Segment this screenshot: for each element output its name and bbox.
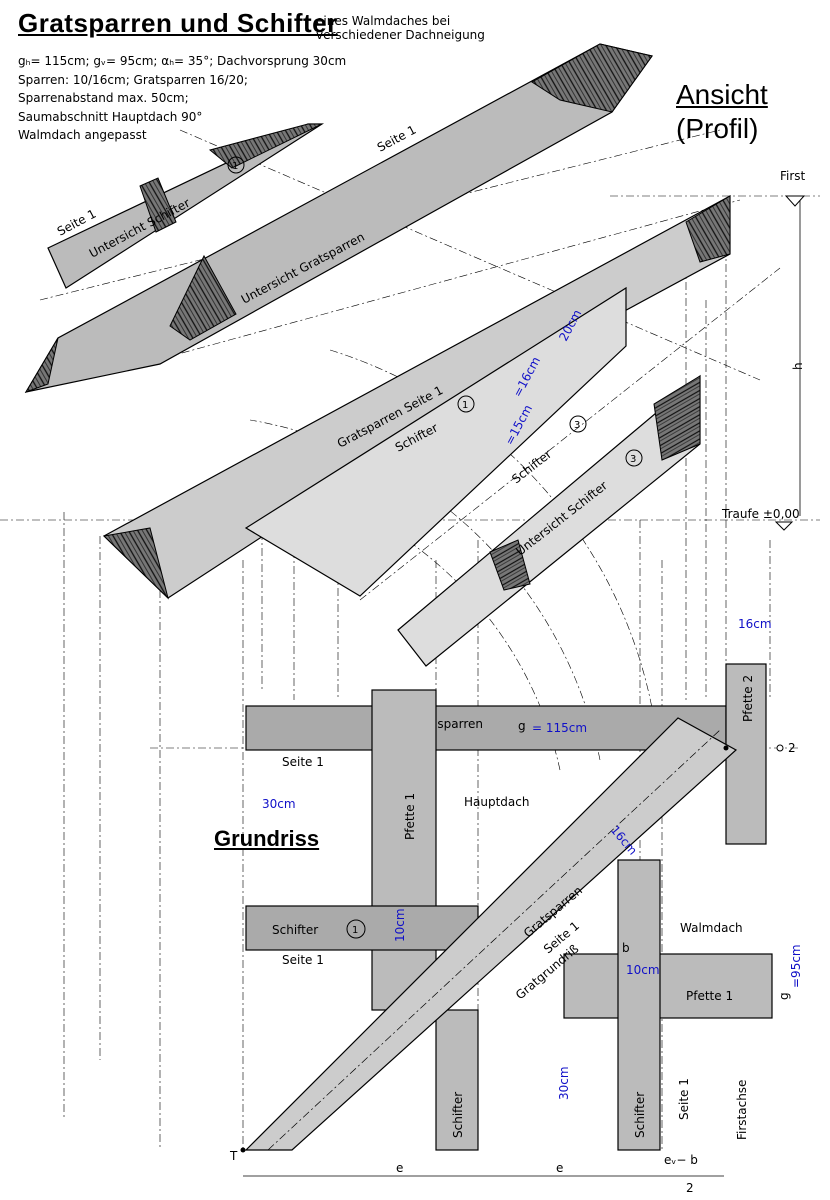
ev-label: e: [556, 1161, 563, 1175]
pfette-2-label: Pfette 2: [741, 675, 755, 722]
first-label: First: [780, 169, 806, 183]
schifter-1-profile: Schifter 1 20cm =16cm =15cm: [244, 286, 627, 597]
subtitle-line-2: verschiedener Dachneigung: [316, 28, 485, 42]
dim-30cm-v: 30cm: [557, 1066, 571, 1100]
spec-line-3: Sparrenabstand max. 50cm;: [18, 91, 189, 105]
dim-10cm: 10cm: [393, 908, 407, 942]
pfette-1b-label: Pfette 1: [686, 989, 733, 1003]
seite-1-plan-a: Seite 1: [282, 755, 324, 769]
ew-label: e: [396, 1161, 403, 1175]
hauptdach-label: Hauptdach: [464, 795, 529, 809]
svg-text:1: 1: [462, 400, 468, 411]
spec-block: gₕ= 115cm; gᵥ= 95cm; αₕ= 35°; Dachvorspr…: [18, 52, 346, 145]
ansicht-line-2: (Profil): [676, 113, 759, 144]
grundriss-heading: Grundriss: [214, 826, 320, 851]
svg-text:2: 2: [788, 741, 796, 755]
ansicht-heading: Ansicht (Profil): [676, 78, 768, 146]
firstachse-label: Firstachse: [735, 1080, 749, 1140]
gw-label: g: [777, 992, 791, 1000]
spec-line-1: gₕ= 115cm; gᵥ= 95cm; αₕ= 35°; Dachvorspr…: [18, 54, 347, 68]
walmdach-label: Walmdach: [680, 921, 743, 935]
svg-text:1: 1: [352, 925, 358, 936]
schifter-3-profile-label: Schifter: [509, 447, 554, 487]
gh-label: g: [518, 719, 526, 733]
spec-line-2: Sparren: 10/16cm; Gratsparren 16/20;: [18, 72, 248, 87]
seite-1-plan-c: Seite 1: [282, 953, 324, 967]
svg-text:3: 3: [630, 454, 636, 465]
schifter-3-profile: Schifter 3 3 Untersicht Schifter: [397, 374, 701, 667]
svg-text:3: 3: [574, 420, 580, 431]
pfette-1-label: Pfette 1: [403, 793, 417, 840]
bsp-label: b: [622, 941, 630, 955]
svg-text:T: T: [229, 1149, 238, 1163]
dim-16cm-top: 16cm: [738, 617, 772, 631]
ew-bsp-label: eᵥ− b: [664, 1153, 698, 1167]
spec-line-4: Saumabschnitt Hauptdach 90°: [18, 109, 203, 124]
ew-bsp-den: 2: [686, 1181, 694, 1195]
ansicht-line-1: Ansicht: [676, 79, 768, 110]
page-subtitle: eines Walmdaches bei verschiedener Dachn…: [316, 14, 516, 42]
schifter-3-plan-label: Schifter: [633, 1092, 647, 1138]
dim-10cm-b: 10cm: [626, 963, 660, 977]
spec-line-5: Walmdach angepasst: [18, 128, 147, 142]
seite-1-plan-d: Seite 1: [677, 1078, 691, 1120]
hf-label: h: [791, 362, 805, 370]
gw-value: =95cm: [789, 944, 803, 988]
plan: Normalsparren g = 115cm Pfette 1 Pfette …: [229, 617, 803, 1195]
dim-30cm: 30cm: [262, 797, 296, 811]
subtitle-line-1: eines Walmdaches bei: [316, 14, 451, 28]
schifter-2-label: Schifter: [451, 1092, 465, 1138]
level-markers: First Traufe ±0,00 h: [721, 169, 806, 531]
gh-value: = 115cm: [532, 721, 587, 735]
page-title: Gratsparren und Schifter: [18, 8, 338, 38]
svg-text:1: 1: [232, 161, 238, 172]
schifter-1-plan-label: Schifter: [272, 923, 318, 937]
traufe-label: Traufe ±0,00: [721, 507, 800, 521]
